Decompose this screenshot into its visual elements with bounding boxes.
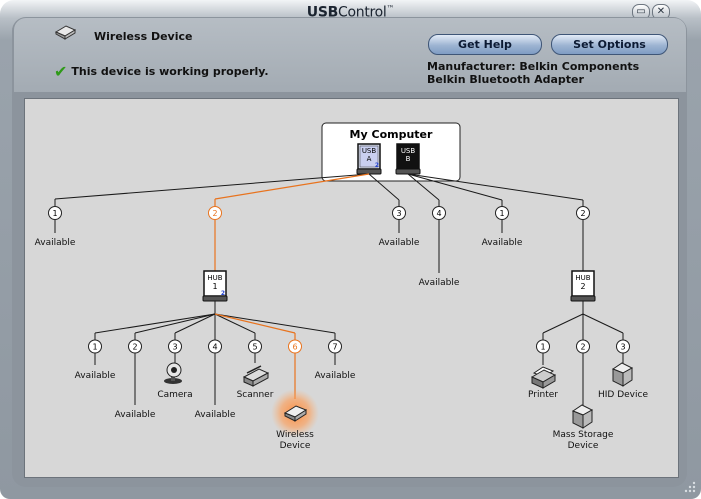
root-port-4-label: Available [419, 278, 460, 288]
root-port-b1[interactable]: 1 [495, 206, 509, 220]
hid-device-icon[interactable] [611, 362, 634, 387]
hub2-port-2[interactable]: 2 [576, 339, 590, 354]
root-port-b1-label: Available [482, 238, 523, 248]
root-port-3[interactable]: 3 [392, 206, 406, 220]
svg-text:2: 2 [212, 209, 217, 218]
svg-text:5: 5 [252, 343, 257, 352]
hub1-port-5-label: Scanner [237, 390, 274, 400]
root-port-4[interactable]: 4 [432, 206, 446, 220]
svg-text:1: 1 [92, 343, 97, 352]
svg-text:7: 7 [332, 343, 337, 352]
resize-grip-icon[interactable] [681, 479, 697, 495]
svg-text:HUB: HUB [207, 274, 222, 282]
svg-text:2: 2 [221, 290, 225, 297]
scanner-icon[interactable] [242, 365, 270, 387]
checkmark-icon: ✔ [54, 62, 68, 81]
hub1-port-3-label: Camera [157, 390, 192, 400]
svg-text:1: 1 [212, 282, 217, 291]
svg-text:2: 2 [375, 162, 379, 169]
manufacturer-line: Manufacturer: Belkin Components [427, 60, 640, 73]
wireless-device-node-icon[interactable] [271, 389, 319, 437]
hub1-port-4[interactable]: 4 [208, 339, 222, 354]
svg-text:HUB: HUB [575, 274, 590, 282]
usb-port-a-icon[interactable]: USB A 2 [356, 143, 382, 175]
svg-text:B: B [406, 155, 411, 163]
svg-text:A: A [367, 155, 372, 163]
printer-icon[interactable] [530, 366, 557, 389]
hub1-port-1-label: Available [75, 371, 116, 381]
window-title: USBControl™ [306, 4, 395, 21]
svg-text:1: 1 [52, 209, 57, 218]
root-port-1-label: Available [35, 238, 76, 248]
root-port-b2[interactable]: 2 [576, 206, 590, 220]
svg-text:3: 3 [172, 343, 177, 352]
hub1-port-6-label-1: Wireless [276, 430, 314, 440]
my-computer-label: My Computer [350, 128, 433, 141]
hub1-port-2[interactable]: 2 [128, 339, 142, 354]
svg-text:3: 3 [396, 209, 401, 218]
svg-text:1: 1 [540, 343, 545, 352]
svg-text:1: 1 [499, 209, 504, 218]
close-button[interactable]: ✕ [652, 4, 670, 20]
wireless-device-icon [54, 25, 76, 40]
device-info-header [14, 18, 686, 92]
hub1-port-4-label: Available [195, 410, 236, 420]
svg-text:USB: USB [401, 147, 416, 155]
root-port-3-label: Available [379, 238, 420, 248]
device-title: Wireless Device [94, 30, 193, 43]
hub2-port-1-label: Printer [528, 390, 558, 400]
hub1-port-2-label: Available [115, 410, 156, 420]
svg-text:3: 3 [620, 343, 625, 352]
svg-text:2: 2 [580, 343, 585, 352]
hub1-port-1[interactable]: 1 [88, 339, 102, 354]
svg-text:6: 6 [292, 343, 297, 352]
svg-text:2: 2 [580, 209, 585, 218]
hub1-port-5[interactable]: 5 [248, 339, 262, 354]
hub2-port-2-label-1: Mass Storage [553, 430, 614, 440]
hub1-port-6[interactable]: 6 [288, 339, 302, 354]
hub1-port-3[interactable]: 3 [168, 339, 182, 354]
svg-text:2: 2 [132, 343, 137, 352]
svg-text:2: 2 [580, 282, 585, 291]
hub2-port-3[interactable]: 3 [616, 339, 630, 354]
usb-tree-diagram: My Computer USB A 2 USB B [35, 122, 648, 451]
device-status: ✔This device is working properly. [54, 62, 269, 81]
mass-storage-icon[interactable] [571, 404, 594, 429]
get-help-button[interactable]: Get Help [428, 34, 542, 55]
hub1-port-6-label-2: Device [280, 441, 311, 451]
title-bar[interactable]: USBControl™ ▭ ✕ [0, 0, 701, 24]
set-options-button[interactable]: Set Options [551, 34, 668, 55]
root-port-1[interactable]: 1 [48, 206, 62, 220]
hub-1-icon[interactable]: HUB 1 2 [202, 270, 228, 302]
camera-icon[interactable] [164, 362, 182, 384]
hub2-port-3-label: HID Device [598, 390, 648, 400]
hub-2-icon[interactable]: HUB 2 [570, 270, 596, 302]
usb-port-b-icon[interactable]: USB B [395, 143, 421, 175]
svg-text:USB: USB [362, 147, 377, 155]
hub1-port-7[interactable]: 7 [328, 339, 342, 354]
my-computer-box[interactable] [321, 122, 461, 182]
svg-text:4: 4 [212, 343, 217, 352]
svg-text:4: 4 [436, 209, 441, 218]
hub1-port-7-label: Available [315, 371, 356, 381]
product-line: Belkin Bluetooth Adapter [427, 73, 584, 86]
hub2-port-1[interactable]: 1 [536, 339, 550, 354]
manufacturer-info: Manufacturer: Belkin Components Belkin B… [427, 60, 639, 86]
root-port-2[interactable]: 2 [208, 206, 222, 220]
hub2-port-2-label-2: Device [568, 441, 599, 451]
usb-tree-area: My Computer USB A 2 USB B [24, 98, 679, 478]
